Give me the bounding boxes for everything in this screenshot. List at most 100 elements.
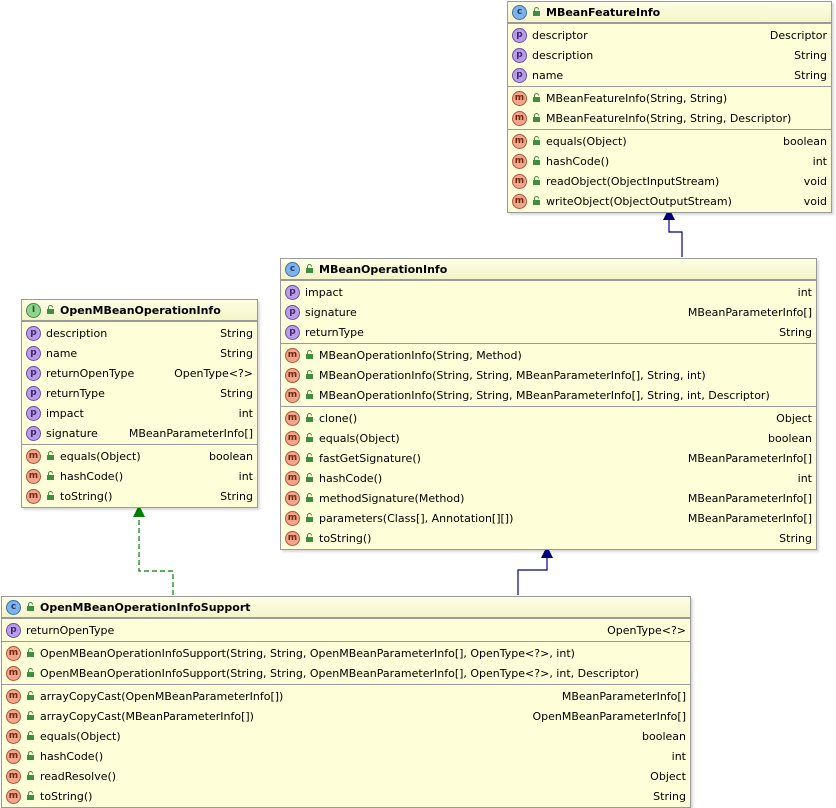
- member-type: String: [779, 325, 812, 339]
- member-signature: MBeanOperationInfo(String, Method): [319, 348, 522, 362]
- method-icon: m: [285, 450, 300, 466]
- member-signature: OpenMBeanOperationInfoSupport(String, St…: [40, 646, 575, 660]
- method-icon: m: [6, 728, 21, 744]
- member-type: void: [803, 174, 827, 188]
- method-icon: m: [285, 347, 300, 363]
- visibility-icon: [25, 711, 35, 721]
- member-signature: description: [532, 48, 594, 62]
- member-type: int: [812, 154, 827, 168]
- visibility-icon: [25, 668, 35, 678]
- member-signature: methodSignature(Method): [319, 491, 465, 505]
- member-signature: parameters(Class[], Annotation[][]): [319, 511, 514, 525]
- class-name: MBeanFeatureInfo: [546, 5, 661, 19]
- method-icon: m: [285, 410, 300, 426]
- property-icon: p: [26, 405, 41, 421]
- member-signature: returnOpenType: [46, 366, 135, 380]
- member-type: String: [220, 326, 253, 340]
- method-icon: m: [512, 153, 527, 169]
- visibility-icon: [304, 473, 314, 483]
- member-signature: MBeanFeatureInfo(String, String, Descrip…: [546, 111, 792, 125]
- visibility-icon: [304, 370, 314, 380]
- visibility-icon: [304, 533, 314, 543]
- property-icon: p: [26, 365, 41, 381]
- visibility-icon: [304, 493, 314, 503]
- visibility-icon: [25, 751, 35, 761]
- abstract-class-icon: c: [512, 4, 527, 20]
- visibility-icon: [25, 691, 35, 701]
- method-icon: m: [285, 490, 300, 506]
- member-type: String: [220, 489, 253, 503]
- public-lock-icon: [304, 264, 314, 274]
- member-signature: descriptor: [532, 28, 588, 42]
- visibility-icon: [25, 771, 35, 781]
- member-type: boolean: [642, 729, 686, 743]
- member-signature: MBeanOperationInfo(String, String, MBean…: [319, 368, 706, 382]
- member-type: MBeanParameterInfo[]: [561, 689, 686, 703]
- member-signature: toString(): [60, 489, 113, 503]
- method-icon: m: [6, 788, 21, 804]
- member-signature: hashCode(): [546, 154, 610, 168]
- interface-icon: I: [26, 302, 41, 318]
- visibility-icon: [304, 390, 314, 400]
- method-row[interactable]: m hashCode() int: [508, 151, 831, 171]
- method-icon: m: [6, 665, 21, 681]
- member-signature: impact: [305, 285, 343, 299]
- property-icon: p: [512, 67, 527, 83]
- member-type: void: [803, 194, 827, 208]
- method-icon: m: [6, 688, 21, 704]
- visibility-icon: [304, 453, 314, 463]
- member-signature: returnType: [305, 325, 364, 339]
- visibility-icon: [304, 413, 314, 423]
- member-type: int: [238, 406, 253, 420]
- member-signature: MBeanOperationInfo(String, String, MBean…: [319, 388, 770, 402]
- member-signature: arrayCopyCast(MBeanParameterInfo[]): [40, 709, 254, 723]
- member-signature: fastGetSignature(): [319, 451, 421, 465]
- constructor-row[interactable]: m MBeanOperationInfo(String, Method): [281, 345, 816, 365]
